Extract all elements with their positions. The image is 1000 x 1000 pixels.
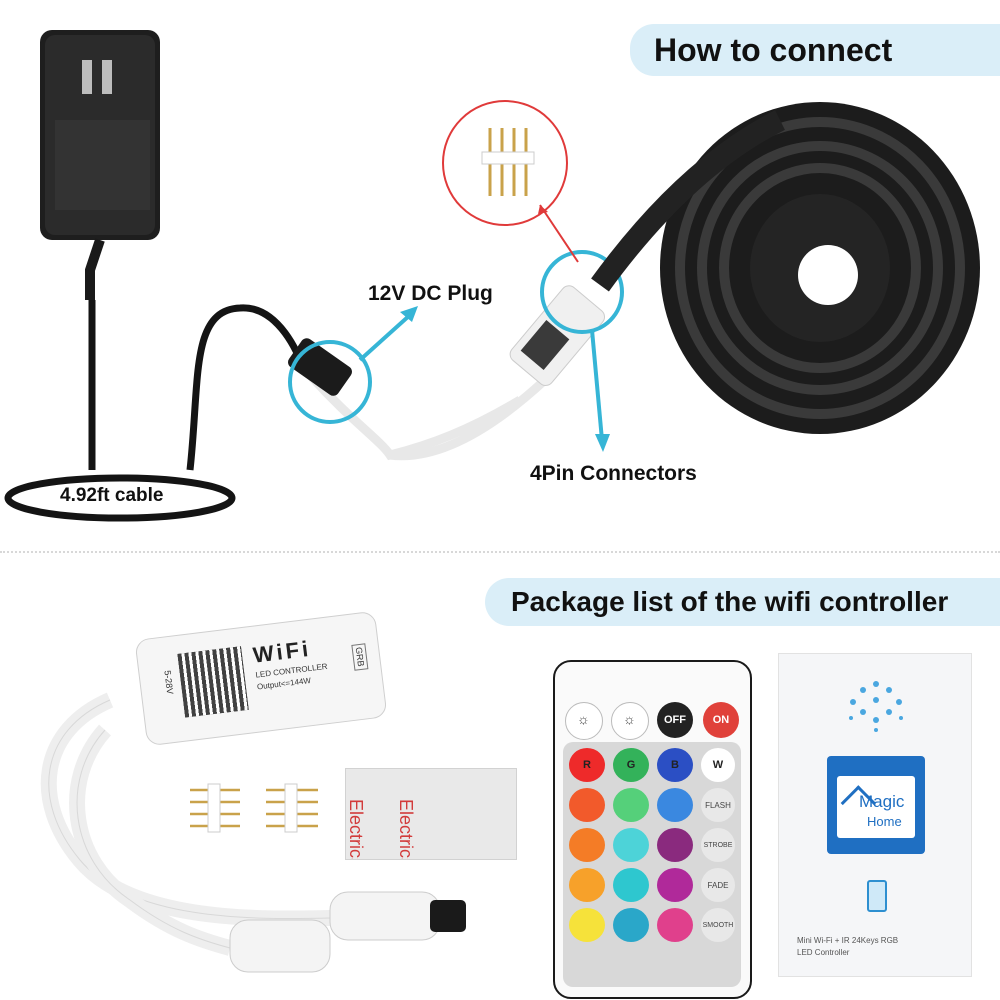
package-list-title: Package list of the wifi controller <box>511 586 949 617</box>
adhesive-tape: Electrics Electrics <box>345 768 517 860</box>
power-cable <box>4 300 304 522</box>
card-caption-line2: LED Controller <box>797 948 850 957</box>
card-caption-line1: Mini Wi-Fi + IR 24Keys RGB <box>797 936 899 945</box>
brightness-up-button[interactable]: ☼ <box>565 702 603 740</box>
color-button-r4c3[interactable] <box>657 868 693 902</box>
on-button[interactable]: ON <box>703 702 739 738</box>
package-list-banner: Package list of the wifi controller <box>485 578 1000 626</box>
color-button-r5c2[interactable] <box>613 908 649 942</box>
connectors-label: 4Pin Connectors <box>530 462 697 485</box>
dc-plug-label: 12V DC Plug <box>368 282 493 305</box>
how-to-connect-banner: How to connect <box>630 24 1000 76</box>
magic-home-app-icon: Magic Home <box>827 756 925 854</box>
tape-text-2: Electrics <box>396 799 416 860</box>
tape-text: Electrics <box>346 799 366 860</box>
remote-top-panel: ☼ ☼ OFF ON <box>565 702 740 740</box>
strobe-button[interactable]: STROBE <box>701 828 735 862</box>
dots-logo-icon <box>849 681 903 732</box>
section-divider <box>0 551 1000 553</box>
ir-remote: ☼ ☼ OFF ON R G B W FLASH STROBE FADE SMO… <box>553 660 752 999</box>
red-button[interactable]: R <box>569 748 605 782</box>
brightness-down-button[interactable]: ☼ <box>611 702 649 740</box>
controller-voltage: 5-28V <box>162 669 176 695</box>
qr-code <box>177 646 249 718</box>
four-pin-connector-zoom <box>481 128 535 196</box>
flash-button[interactable]: FLASH <box>701 788 735 822</box>
color-button-r4c1[interactable] <box>569 868 605 902</box>
cable-length-label: 4.92ft cable <box>56 485 168 507</box>
blue-button[interactable]: B <box>657 748 693 782</box>
color-button-r3c3[interactable] <box>657 828 693 862</box>
phone-icon <box>867 880 887 912</box>
color-button-r3c1[interactable] <box>569 828 605 862</box>
sun-icon: ☼ <box>577 711 590 727</box>
color-button-r2c3[interactable] <box>657 788 693 822</box>
power-adapter <box>40 30 160 300</box>
pin-connectors <box>190 783 318 833</box>
white-button[interactable]: W <box>701 748 735 782</box>
fade-button[interactable]: FADE <box>701 868 735 902</box>
off-button[interactable]: OFF <box>657 702 693 738</box>
app-name-line1: Magic <box>859 792 905 811</box>
controller-cables <box>306 372 549 461</box>
blue-arrow-connectors <box>590 329 610 452</box>
blue-arrow-dc-plug <box>358 306 418 362</box>
led-strip-reel <box>591 102 980 434</box>
connector-highlight <box>540 250 624 334</box>
color-button-r4c2[interactable] <box>613 868 649 902</box>
color-button-r2c1[interactable] <box>569 788 605 822</box>
magic-home-tile: Magic Home <box>837 776 915 838</box>
sun-small-icon: ☼ <box>623 711 636 727</box>
red-arrow <box>539 204 579 263</box>
color-button-r5c3[interactable] <box>657 908 693 942</box>
controller-grb: GRB <box>351 643 369 671</box>
dc-plug-highlight <box>288 340 372 424</box>
wifi-controller-cables <box>40 692 466 973</box>
remote-color-panel: R G B W FLASH STROBE FADE SMOOTH <box>563 742 741 987</box>
mini-controller <box>509 285 606 386</box>
color-button-r3c2[interactable] <box>613 828 649 862</box>
instruction-card: Magic Home Mini Wi-Fi + IR 24Keys RGB LE… <box>778 653 972 977</box>
color-button-r2c2[interactable] <box>613 788 649 822</box>
color-button-r5c1[interactable] <box>569 908 605 942</box>
app-name-line2: Home <box>867 814 902 829</box>
how-to-connect-title: How to connect <box>654 31 893 68</box>
smooth-button[interactable]: SMOOTH <box>701 908 735 942</box>
green-button[interactable]: G <box>613 748 649 782</box>
